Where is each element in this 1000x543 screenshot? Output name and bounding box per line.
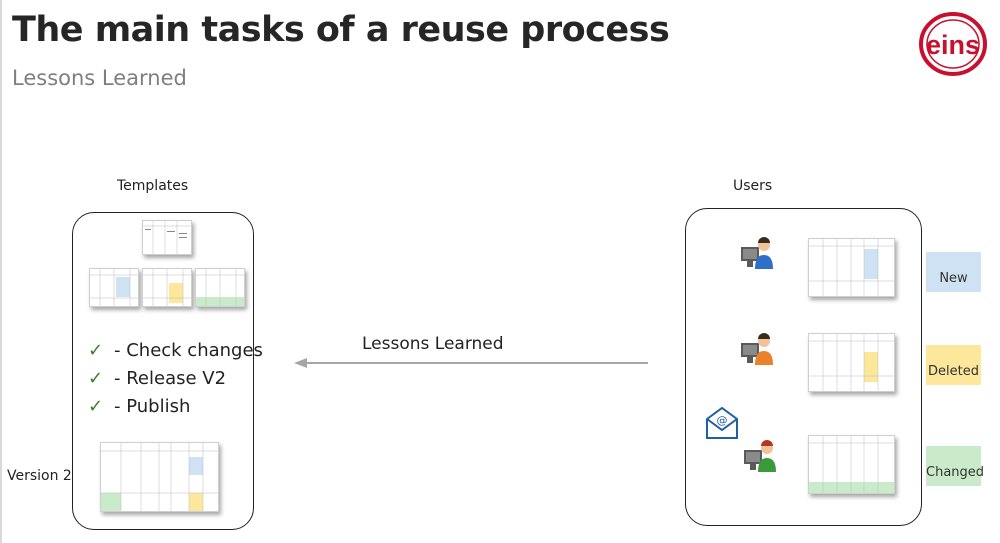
slide-edge [0,0,2,543]
legend-label: Deleted [928,364,979,379]
template-document-changed [195,268,245,307]
template-document-new [89,268,139,307]
check-icon: ✓ [88,339,104,361]
check-icon: ✓ [88,367,104,389]
email-icon: @ [706,406,738,439]
template-document-root [142,220,192,255]
user-computer-icon [741,333,773,365]
checklist-item: ✓ - Check changes [88,336,263,364]
user-computer-icon [744,440,776,472]
arrow-label: Lessons Learned [362,334,504,354]
page-title: The main tasks of a reuse process [12,10,670,50]
legend-new: New [926,252,981,292]
arrow-left-icon [294,358,648,368]
user-document-new [808,238,895,297]
version-label: Version 2 [7,468,72,484]
user-document-deleted [808,333,895,392]
eins-logo: eins [919,12,987,76]
legend-changed: Changed [926,446,985,486]
user-computer-icon [741,237,773,269]
page-subtitle: Lessons Learned [12,66,187,90]
legend-label: New [939,271,968,286]
checklist-item-label: - Check changes [114,339,263,361]
checklist-item: ✓ - Release V2 [88,364,263,392]
logo-text: eins [926,30,980,60]
svg-text:@: @ [717,414,728,427]
release-checklist: ✓ - Check changes ✓ - Release V2 ✓ - Pub… [88,336,263,420]
check-icon: ✓ [88,395,104,417]
user-document-changed [808,435,895,494]
templates-caption: Templates [117,178,189,194]
legend-label: Changed [926,465,985,480]
checklist-item: ✓ - Publish [88,392,263,420]
checklist-item-label: - Publish [114,395,191,417]
template-document-version-2 [100,442,219,512]
legend-deleted: Deleted [926,345,981,385]
template-document-deleted [142,268,192,307]
users-caption: Users [733,178,773,194]
checklist-item-label: - Release V2 [114,367,227,389]
